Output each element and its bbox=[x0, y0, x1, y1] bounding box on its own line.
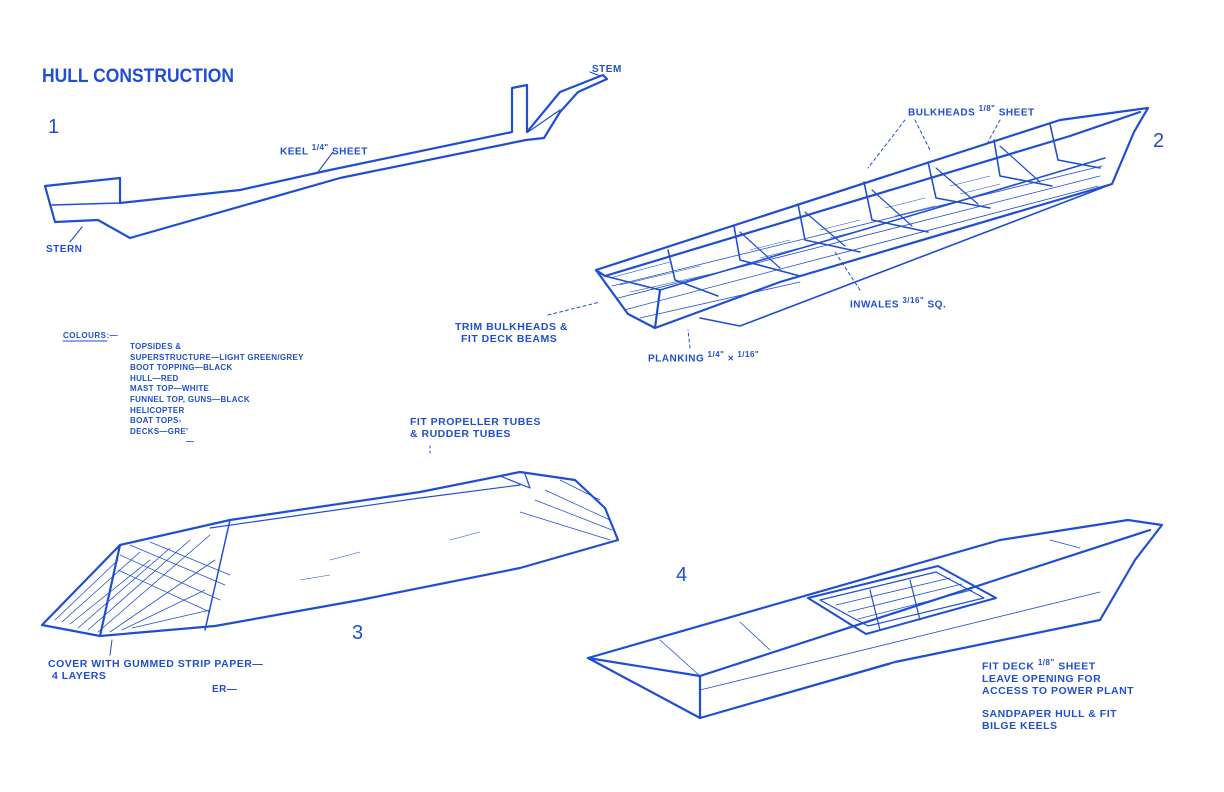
inwales-fraction: 3/16" bbox=[902, 296, 925, 305]
bulkheads-suffix: SHEET bbox=[998, 107, 1035, 119]
bulkheads-text: BULKHEADS bbox=[908, 107, 976, 119]
stem-label: STEM bbox=[592, 64, 622, 75]
trim-line-2: FIT DECK BEAMS bbox=[461, 333, 558, 346]
planking-times: × bbox=[727, 353, 735, 365]
stern-label: STERN bbox=[46, 244, 83, 255]
step-number-2: 2 bbox=[1153, 130, 1165, 152]
fit-deck-line-2: LEAVE OPENING FOR bbox=[982, 672, 1102, 685]
page-title: HULL CONSTRUCTION bbox=[42, 66, 234, 87]
colours-line: TOPSIDES & bbox=[130, 342, 182, 351]
propeller-line-1: FIT PROPELLER TUBES bbox=[410, 416, 541, 428]
keel-label: KEEL 1/4" SHEET bbox=[280, 143, 368, 158]
sandpaper-line-2: BILGE KEELS bbox=[982, 720, 1058, 733]
inwales-suffix: SQ. bbox=[927, 299, 947, 311]
cover-paper-label: COVER WITH GUMMED STRIP PAPER— 4 LAYERS bbox=[48, 658, 263, 682]
step-number-3: 3 bbox=[352, 622, 364, 644]
colours-line: SUPERSTRUCTURE—LIGHT GREEN/GREY bbox=[130, 352, 304, 362]
keel-profile bbox=[43, 71, 609, 243]
fit-deck-line-1: FIT DECK 1/8" SHEET bbox=[982, 658, 1134, 673]
planking-label: PLANKING 1/4" × 1/16" bbox=[648, 350, 759, 365]
propeller-tubes-label: FIT PROPELLER TUBES & RUDDER TUBES bbox=[410, 416, 541, 440]
bulkheads-fraction: 1/8" bbox=[978, 104, 996, 113]
fit-deck-label: FIT DECK 1/8" SHEET LEAVE OPENING FOR AC… bbox=[982, 658, 1134, 697]
fit-deck-suffix: SHEET bbox=[1058, 660, 1096, 673]
sandpaper-line-1: SANDPAPER HULL & FIT bbox=[982, 708, 1118, 720]
colours-line: FUNNEL TOP, GUNS—BLACK bbox=[130, 394, 250, 404]
cover-line-1: COVER WITH GUMMED STRIP PAPER— bbox=[48, 658, 264, 670]
colours-line: MAST TOP—WHITE bbox=[130, 384, 210, 394]
colours-line: BOOT TOPPING—BLACK bbox=[130, 363, 233, 373]
step-number-1: 1 bbox=[48, 116, 60, 138]
colours-line: HULL—RED bbox=[130, 373, 179, 383]
colours-list: TOPSIDES & SUPERSTRUCTURE—LIGHT GREEN/GR… bbox=[130, 342, 304, 448]
colours-line: BOAT TOPS- bbox=[130, 416, 182, 426]
er-label: ER— bbox=[212, 684, 238, 695]
colours-line: HELICOPTER bbox=[130, 405, 185, 415]
sandpaper-label: SANDPAPER HULL & FIT BILGE KEELS bbox=[982, 708, 1117, 732]
decked-hull bbox=[586, 518, 1164, 720]
framed-hull bbox=[547, 106, 1150, 349]
propeller-line-2: & RUDDER TUBES bbox=[410, 428, 511, 441]
keel-fraction: 1/4" bbox=[311, 143, 329, 152]
colours-line: — bbox=[186, 437, 195, 447]
colours-heading: COLOURS:— bbox=[63, 331, 119, 340]
planking-fraction-b: 1/16" bbox=[737, 350, 760, 359]
trim-bulkheads-label: TRIM BULKHEADS & FIT DECK BEAMS bbox=[455, 321, 568, 345]
paper-covered-hull bbox=[40, 445, 620, 656]
fit-deck-fraction: 1/8" bbox=[1037, 658, 1055, 667]
colours-line: DECKS—GRE' bbox=[130, 426, 189, 436]
planking-fraction-a: 1/4" bbox=[707, 350, 725, 359]
inwales-label: INWALES 3/16" SQ. bbox=[850, 296, 946, 311]
bulkheads-label: BULKHEADS 1/8" SHEET bbox=[908, 104, 1035, 119]
keel-label-text: KEEL bbox=[280, 146, 309, 158]
keel-suffix: SHEET bbox=[331, 146, 368, 158]
step-number-4: 4 bbox=[676, 564, 688, 586]
cover-line-2: 4 LAYERS bbox=[52, 670, 107, 683]
fit-deck-line-3: ACCESS TO POWER PLANT bbox=[982, 684, 1135, 697]
trim-line-1: TRIM BULKHEADS & bbox=[455, 321, 568, 333]
inwales-text: INWALES bbox=[850, 299, 900, 311]
planking-text: PLANKING bbox=[648, 353, 705, 365]
fit-deck-text: FIT DECK bbox=[982, 660, 1035, 673]
